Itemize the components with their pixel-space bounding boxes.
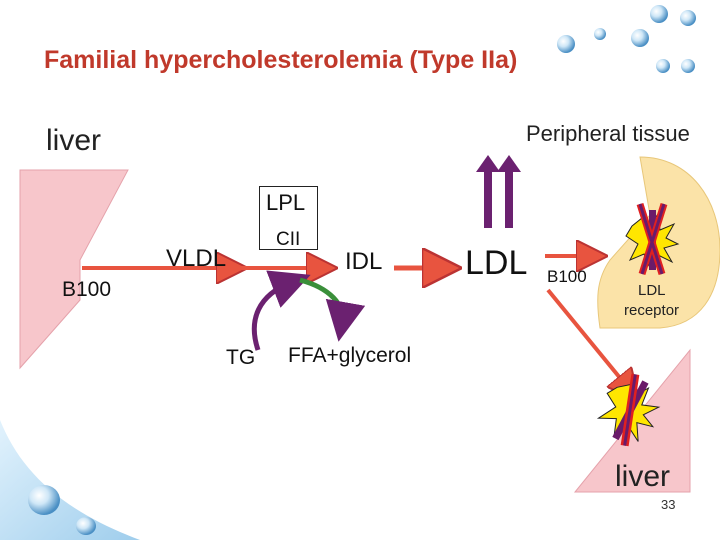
lpl-curve-tg: [251, 270, 311, 351]
blocked-receptor-icon: [596, 373, 661, 447]
idl-label: IDL: [345, 248, 383, 275]
page-number: 33: [661, 497, 676, 512]
liver-shape-left: [19, 169, 129, 370]
blue-wave-decoration: [0, 420, 140, 540]
lpl-cii-box: [259, 186, 318, 250]
upward-double-arrow-icon: [476, 155, 521, 228]
blocked-receptor-icon: [625, 202, 680, 276]
tg-label: TG: [226, 346, 256, 369]
water-drop-icon: [28, 485, 96, 535]
b100-ldl-label: B100: [547, 267, 587, 286]
vldl-label: VLDL: [166, 245, 227, 272]
lpl-label: LPL: [266, 190, 306, 215]
arrow-ldl-to-liver: [546, 288, 634, 395]
slide-title: Familial hypercholesterolemia (Type IIa): [44, 46, 518, 74]
ffa-glycerol-label: FFA+glycerol: [288, 344, 412, 367]
ldl-receptor-label-line1: LDL: [638, 282, 666, 299]
peripheral-tissue-label: Peripheral tissue: [526, 121, 690, 146]
ldl-receptor-label-line2: receptor: [624, 302, 680, 319]
water-drop-icon: [557, 5, 696, 73]
cii-label: CII: [276, 229, 301, 250]
lpl-curve-ffa: [299, 277, 366, 342]
liver-label-top: liver: [46, 124, 102, 157]
liver-label-bottom: liver: [615, 460, 671, 493]
b100-vldl-label: B100: [62, 278, 112, 301]
ldl-label: LDL: [465, 244, 528, 282]
